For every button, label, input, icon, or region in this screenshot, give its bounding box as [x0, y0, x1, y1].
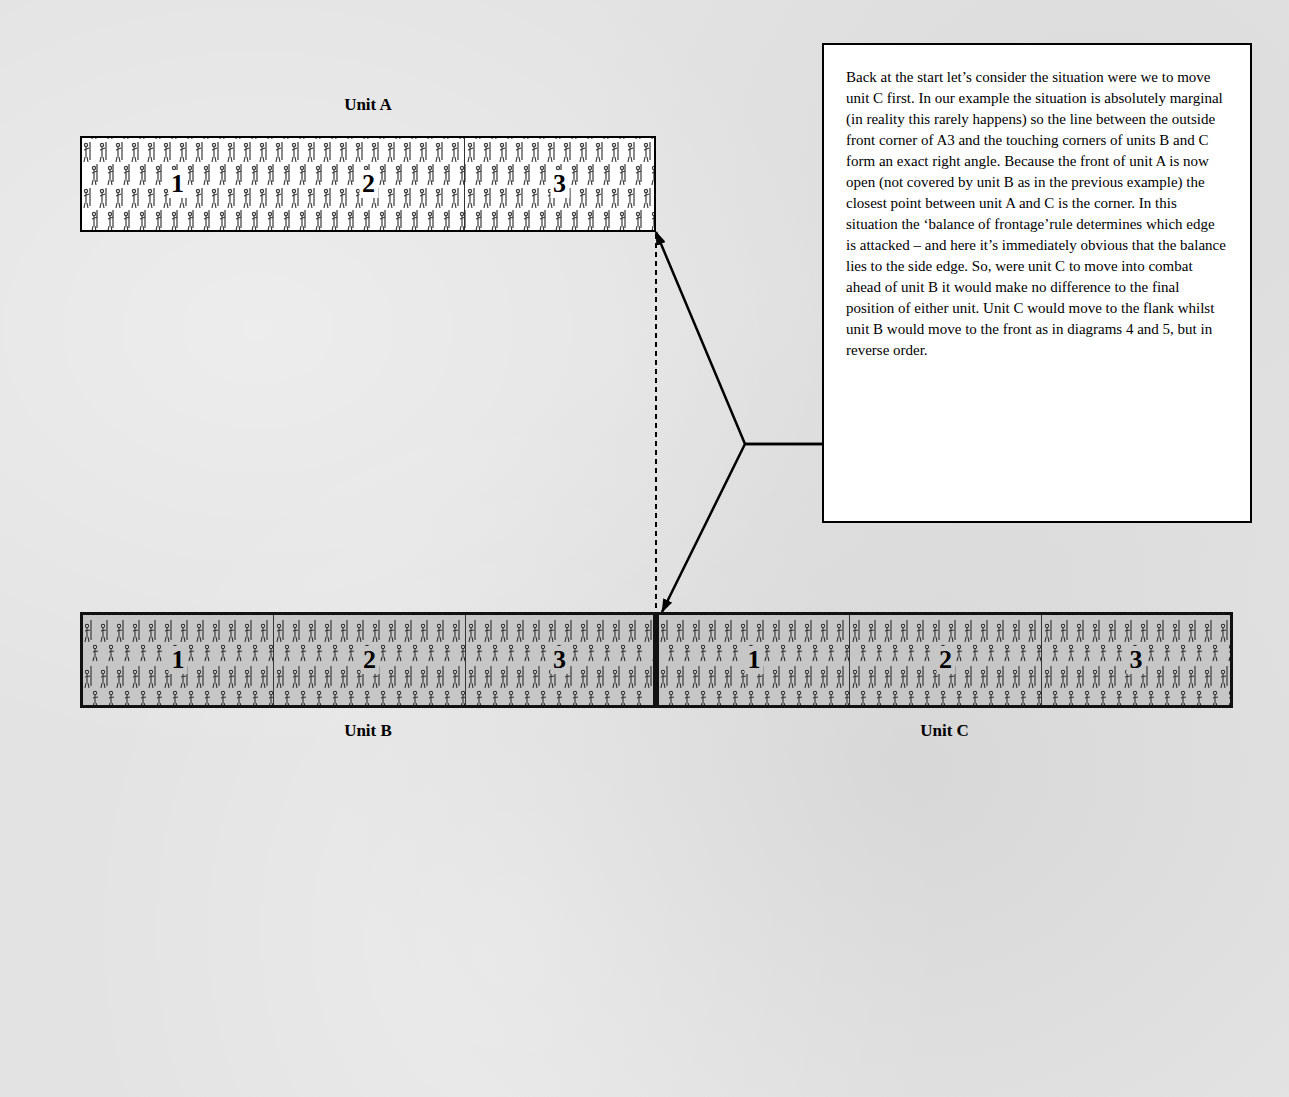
unit-subblock: 12 [82, 138, 465, 230]
unit-label: Unit A [82, 95, 654, 115]
note-box: Back at the start let’s consider the sit… [822, 43, 1252, 523]
callout-number: 3 [550, 646, 569, 674]
callout-number: 2 [936, 646, 955, 674]
callout-number: 2 [359, 170, 378, 198]
unit-block: Unit A123 [80, 136, 656, 232]
unit-subblock: 2 [850, 615, 1042, 705]
pointer-arrow [656, 232, 822, 444]
unit-block: Unit B123 [80, 612, 656, 708]
right-angle-dashed-line [655, 234, 657, 610]
callout-number: 3 [550, 170, 569, 198]
unit-subblock: 3 [1042, 615, 1230, 705]
unit-subblock: 3 [466, 615, 653, 705]
unit-block: Unit C123 [656, 612, 1233, 708]
unit-subblock: 1 [83, 615, 274, 705]
pointer-arrow [662, 444, 822, 612]
unit-subblock: 1 [659, 615, 850, 705]
callout-number: 1 [169, 646, 188, 674]
unit-label: Unit B [83, 721, 653, 741]
callout-number: 1 [168, 170, 187, 198]
callout-number: 1 [745, 646, 764, 674]
callout-number: 2 [360, 646, 379, 674]
unit-subblock: 3 [465, 138, 654, 230]
unit-subblock: 2 [274, 615, 466, 705]
unit-a-figures [82, 138, 654, 230]
unit-a-fill [80, 136, 656, 232]
unit-bc-figures [80, 612, 1233, 708]
callout-number: 3 [1127, 646, 1146, 674]
unit-label: Unit C [659, 721, 1230, 741]
note-text: Back at the start let’s consider the sit… [846, 67, 1228, 361]
